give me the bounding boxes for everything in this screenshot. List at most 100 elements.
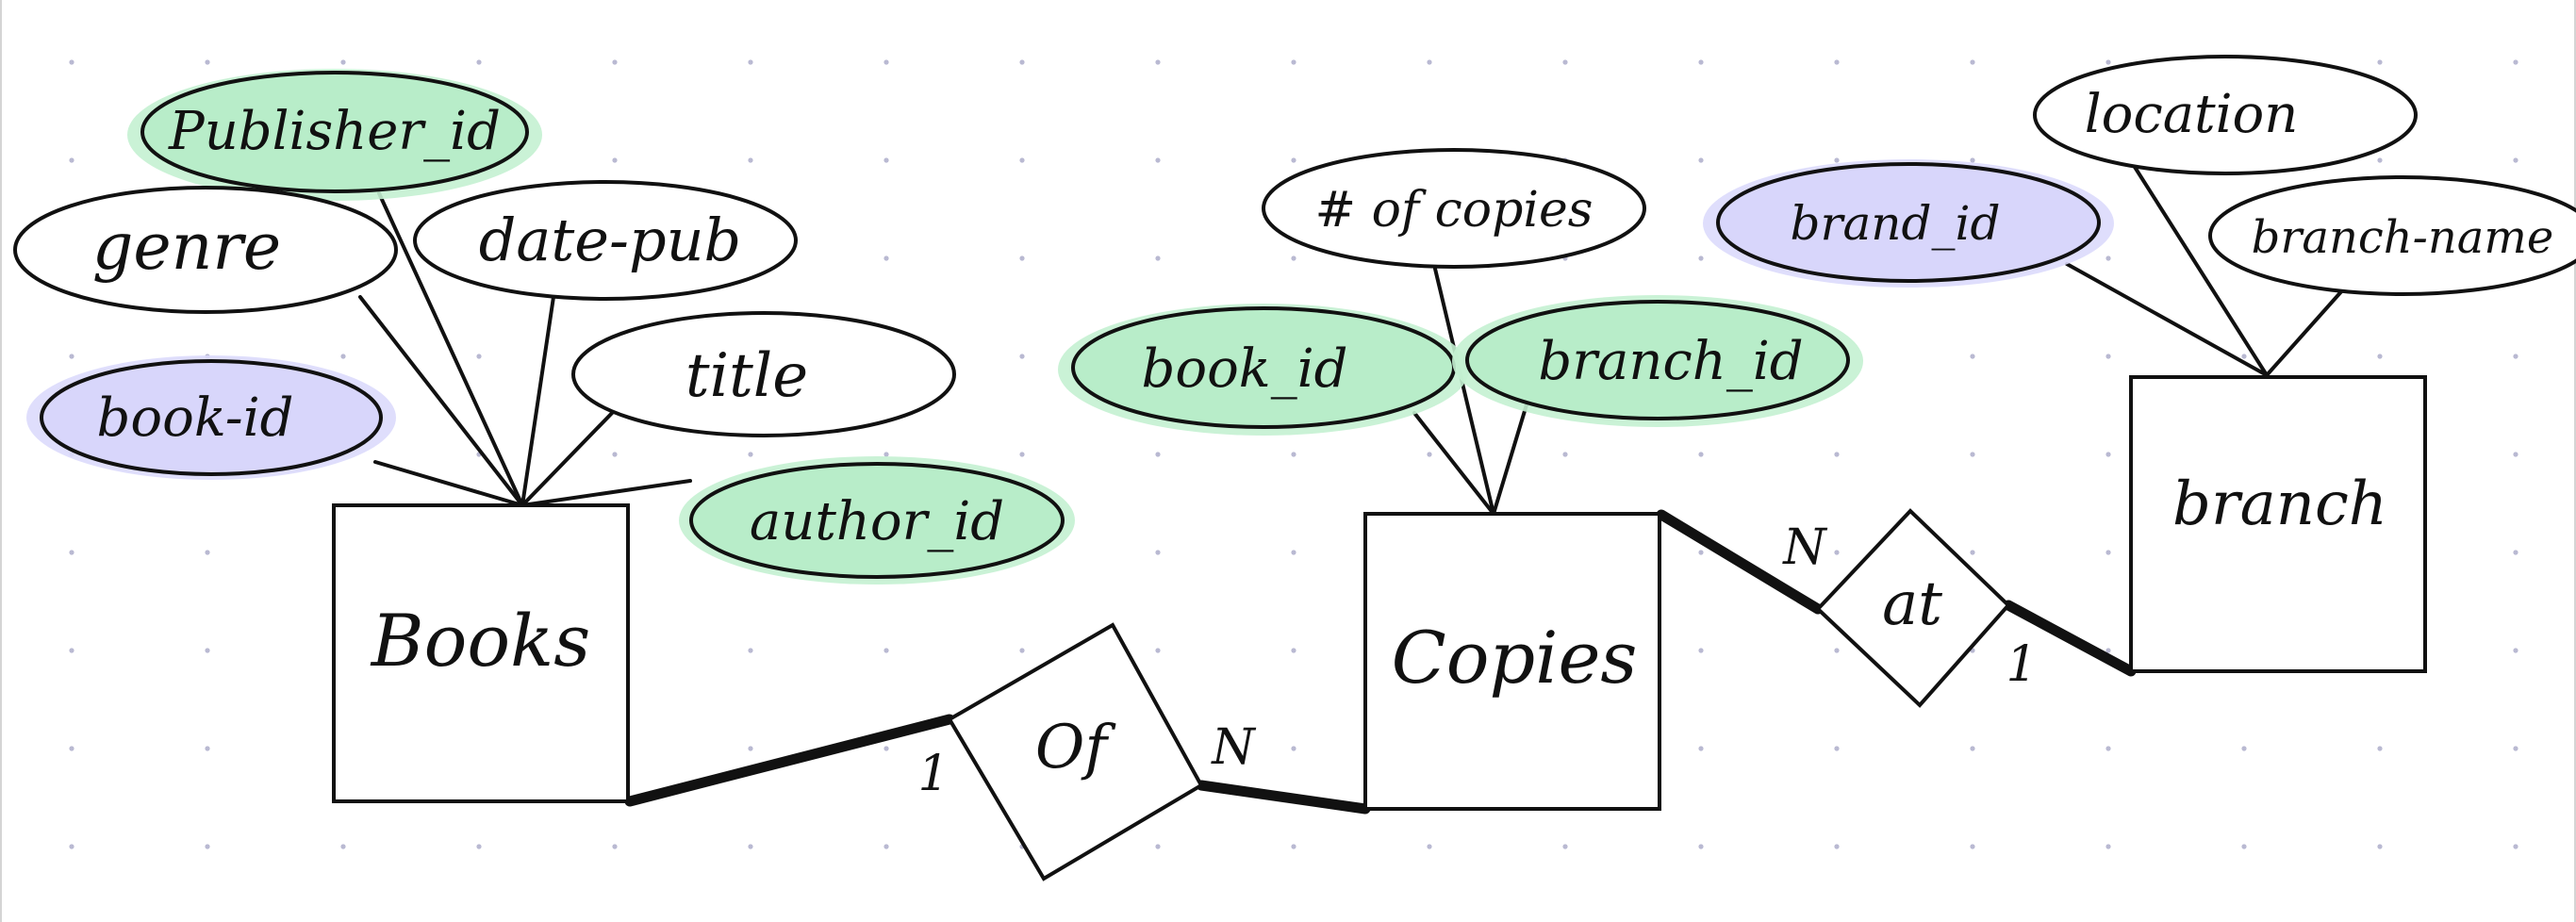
grid-dot: [2105, 844, 2111, 849]
entity-books-label: Books: [370, 599, 590, 683]
grid-dot: [2513, 648, 2518, 653]
entity-copies-label: Copies: [1392, 616, 1638, 700]
grid-dot: [1698, 255, 1704, 261]
connector-branch-name: [2265, 287, 2346, 377]
grid-dot: [2377, 354, 2383, 359]
attr-publisher-id-label: Publisher_id: [168, 101, 501, 162]
attr-book-id: book-id: [26, 355, 396, 480]
grid-dot: [1019, 157, 1025, 163]
grid-dot: [1155, 59, 1161, 65]
grid-dot: [69, 157, 74, 163]
attr-branch-name-label: branch-name: [2252, 211, 2554, 264]
grid-dot: [205, 746, 210, 751]
attr-date-pub-label: date-pub: [479, 206, 742, 274]
entity-copies[interactable]: Copies: [1363, 512, 1661, 811]
attr-copies-branch-id-label: branch_id: [1538, 331, 1803, 392]
grid-dot: [2105, 648, 2111, 653]
grid-dot: [1698, 648, 1704, 653]
entity-branch[interactable]: branch: [2129, 375, 2427, 673]
grid-dot: [340, 844, 346, 849]
grid-dot: [612, 452, 618, 457]
grid-dot: [2105, 452, 2111, 457]
grid-dot: [1834, 157, 1840, 163]
grid-dot: [883, 746, 889, 751]
grid-dot: [2513, 354, 2518, 359]
cardinality-of-copies: N: [1210, 719, 1256, 776]
grid-dot: [1970, 59, 1975, 65]
attr-book-id-label: book-id: [97, 387, 294, 449]
attr-branch-name: branch-name: [2208, 175, 2576, 296]
attribute-connectors: [358, 162, 2346, 516]
grid-dot: [1019, 648, 1025, 653]
grid-dot: [1698, 550, 1704, 555]
connector-date-pub: [520, 295, 555, 507]
grid-dot: [1155, 844, 1161, 849]
entity-branch-label: branch: [2172, 469, 2387, 539]
grid-dot: [1970, 157, 1975, 163]
grid-dot: [1834, 746, 1840, 751]
grid-dot: [1155, 452, 1161, 457]
attr-date-pub: date-pub: [413, 180, 798, 301]
grid-dot: [1291, 550, 1296, 555]
grid-dot: [1698, 157, 1704, 163]
connector-location: [2131, 162, 2269, 377]
cardinality-labels: 1 N N 1: [917, 519, 2037, 802]
grid-dot: [2241, 844, 2247, 849]
books-of-link: [624, 714, 955, 807]
attributes-branch: location brand_id branch-name: [1703, 55, 2576, 296]
grid-dot: [2513, 550, 2518, 555]
grid-dot: [883, 255, 889, 261]
grid-dot: [1291, 844, 1296, 849]
grid-dot: [883, 452, 889, 457]
attr-brand-id-label: brand_id: [1791, 196, 2001, 251]
entity-books[interactable]: Books: [332, 503, 630, 803]
cardinality-copies-at: N: [1781, 519, 1827, 576]
attr-brand-id: brand_id: [1703, 159, 2114, 288]
grid-dot: [1155, 255, 1161, 261]
connector-brand-id: [2065, 262, 2269, 377]
grid-dot: [1019, 452, 1025, 457]
grid-dot: [1427, 844, 1432, 849]
grid-dot: [2377, 59, 2383, 65]
grid-dot: [2513, 157, 2518, 163]
relationship-of[interactable]: Of: [947, 622, 1204, 881]
grid-dot: [2513, 746, 2518, 751]
attr-publisher-id: Publisher_id: [127, 69, 542, 201]
grid-dot: [69, 59, 74, 65]
relationship-at-label: at: [1882, 569, 1942, 639]
grid-dot: [1970, 354, 1975, 359]
grid-dot: [205, 59, 210, 65]
grid-dot: [476, 59, 482, 65]
grid-dot: [612, 59, 618, 65]
grid-dot: [1698, 746, 1704, 751]
grid-dot: [476, 354, 482, 359]
grid-dot: [69, 550, 74, 555]
grid-dot: [1834, 648, 1840, 653]
grid-dot: [205, 648, 210, 653]
relationship-at[interactable]: at: [1815, 508, 2011, 708]
attr-genre-label: genre: [92, 210, 281, 285]
grid-dot: [2105, 354, 2111, 359]
grid-dot: [1970, 452, 1975, 457]
grid-dot: [748, 157, 753, 163]
grid-dot: [883, 844, 889, 849]
grid-dot: [748, 844, 753, 849]
connector-genre: [358, 295, 524, 507]
attr-author-id-label: author_id: [750, 491, 1004, 552]
grid-dot: [1970, 844, 1975, 849]
grid-dot: [1155, 550, 1161, 555]
grid-dot: [1834, 550, 1840, 555]
relationship-of-label: Of: [1035, 713, 1116, 782]
attr-location-label: location: [2085, 84, 2299, 145]
grid-dot: [1970, 550, 1975, 555]
grid-dot: [2377, 157, 2383, 163]
grid-dot: [1562, 844, 1568, 849]
grid-dot: [2241, 746, 2247, 751]
connector-book-id: [373, 460, 524, 507]
grid-dot: [2105, 746, 2111, 751]
connector-copies-book-id: [1412, 411, 1495, 516]
grid-dot: [1427, 59, 1432, 65]
grid-dot: [1291, 746, 1296, 751]
grid-dot: [1970, 746, 1975, 751]
